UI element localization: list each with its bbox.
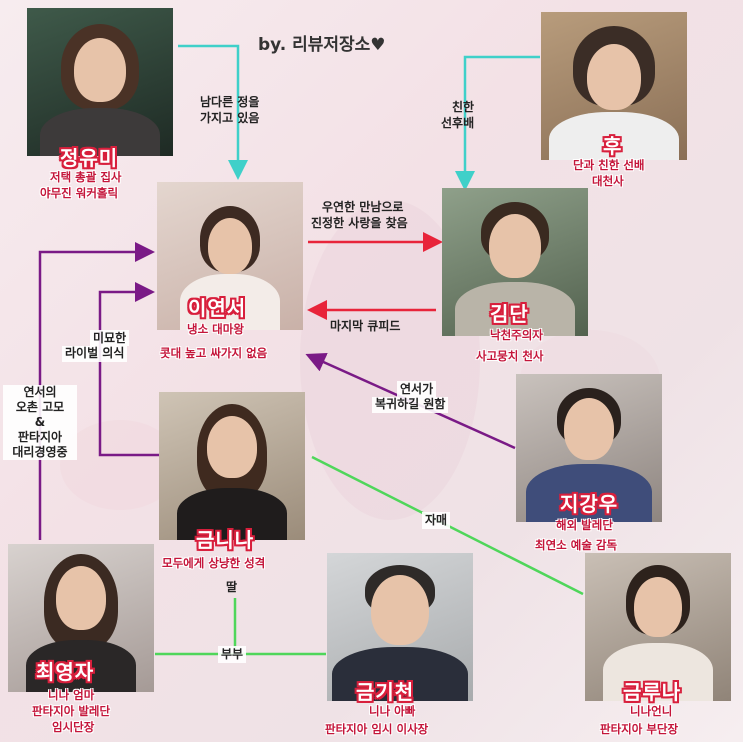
name-gimdan: 김단 <box>490 298 529 327</box>
desc-iyeonseo-1: 냉소 대마왕 <box>187 322 244 337</box>
desc-hu-2: 대천사 <box>592 174 624 189</box>
rel-couple: 부부 <box>218 646 246 663</box>
name-geumgicheon: 금기천 <box>356 676 414 705</box>
desc-geumgicheon-2: 판타지아 임시 이사장 <box>325 722 428 737</box>
desc-choeyeongja-3: 임시단장 <box>52 720 94 735</box>
rel-choe-yeonseo-line4: 판타지아 <box>3 430 77 445</box>
desc-geumruna-1: 니나언니 <box>630 704 672 719</box>
rel-kang-yeonseo-line2: 복귀하길 원함 <box>372 397 448 413</box>
desc-gimdan-2: 사고뭉치 천사 <box>476 349 543 364</box>
rel-sisters: 자매 <box>422 512 450 529</box>
rel-yumi-yeonseo-line2: 가지고 있음 <box>200 111 259 126</box>
desc-jeongyumi-2: 야무진 워커홀릭 <box>40 186 118 201</box>
rel-rival-line1: 미묘한 <box>90 330 129 346</box>
desc-choeyeongja-2: 판타지아 발레단 <box>32 704 110 719</box>
rel-hu-dan-line1: 친한 <box>452 100 474 115</box>
rel-hu-dan-line2: 선후배 <box>441 116 474 131</box>
desc-geumnina-1: 모두에게 상냥한 성격 <box>162 556 265 571</box>
photo-geumnina <box>159 392 305 540</box>
rel-yeonseo-dan-line2: 진정한 사랑을 찾음 <box>311 216 408 231</box>
desc-jeongyumi-1: 저택 총괄 집사 <box>50 170 122 185</box>
name-jeongyumi: 정유미 <box>60 142 118 171</box>
desc-hu-1: 단과 친한 선배 <box>573 158 645 173</box>
name-choeyeongja: 최영자 <box>36 656 94 685</box>
rel-rival-line2: 라이벌 의식 <box>62 346 127 362</box>
photo-jeongyumi <box>27 8 173 156</box>
rel-kang-yeonseo-line1: 연서가 <box>397 381 436 397</box>
name-iyeonseo: 이연서 <box>188 292 246 321</box>
rel-yeonseo-dan-line1: 우연한 만남으로 <box>322 200 403 215</box>
rel-yumi-yeonseo-line1: 남다른 정을 <box>200 95 259 110</box>
desc-gimdan-1: 낙천주의자 <box>490 328 543 343</box>
rel-choe-yeonseo-line3: & <box>3 415 77 430</box>
rel-daughter: 딸 <box>226 580 237 595</box>
rel-choe-yeonseo-line2: 오촌 고모 <box>3 400 77 415</box>
line-hu-dan <box>465 57 540 186</box>
name-geumruna: 금루나 <box>623 676 681 705</box>
desc-choeyeongja-1: 니나 엄마 <box>48 688 94 703</box>
name-geumnina: 금니나 <box>196 524 254 553</box>
desc-jigangwoo-1: 해외 발레단 <box>556 518 613 533</box>
desc-geumruna-2: 판타지아 부단장 <box>600 722 678 737</box>
line-rival <box>100 292 160 455</box>
rel-dan-yeonseo: 마지막 큐피드 <box>330 319 400 334</box>
name-hu: 후 <box>603 130 622 159</box>
desc-geumgicheon-1: 니나 아빠 <box>369 704 415 719</box>
desc-iyeonseo-2: 콧대 높고 싸가지 없음 <box>160 346 267 361</box>
desc-jigangwoo-2: 최연소 예술 감독 <box>535 538 617 553</box>
rel-choe-yeonseo-group: 연서의 오촌 고모 & 판타지아 대리경영중 <box>3 385 77 460</box>
rel-choe-yeonseo-line5: 대리경영중 <box>3 445 77 460</box>
name-jigangwoo: 지강우 <box>560 488 618 517</box>
rel-choe-yeonseo-line1: 연서의 <box>3 385 77 400</box>
